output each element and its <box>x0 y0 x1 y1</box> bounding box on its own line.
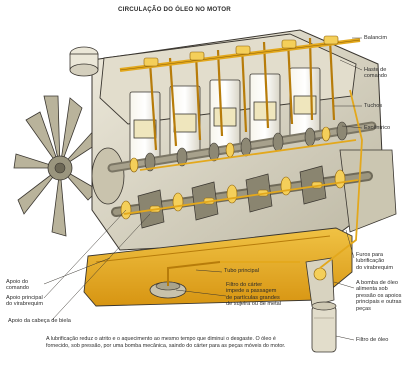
label-filtro-oleo: Filtro de óleo <box>356 337 388 343</box>
label-tuchos: Tuchos <box>364 103 382 109</box>
label-apoio-cabeca-biela: Apoio da cabeça de biela <box>8 318 71 324</box>
fan <box>14 96 100 236</box>
caption-text: A lubrificação reduz o atrito e o aqueci… <box>46 336 286 349</box>
label-excentrico: Excêntrico <box>364 125 390 131</box>
label-balancim: Balancim <box>364 35 387 41</box>
oil-filter <box>312 302 336 352</box>
diagram-title: CIRCULAÇÃO DO ÓLEO NO MOTOR <box>118 6 231 13</box>
label-tubo-principal: Tubo principal <box>224 268 259 274</box>
